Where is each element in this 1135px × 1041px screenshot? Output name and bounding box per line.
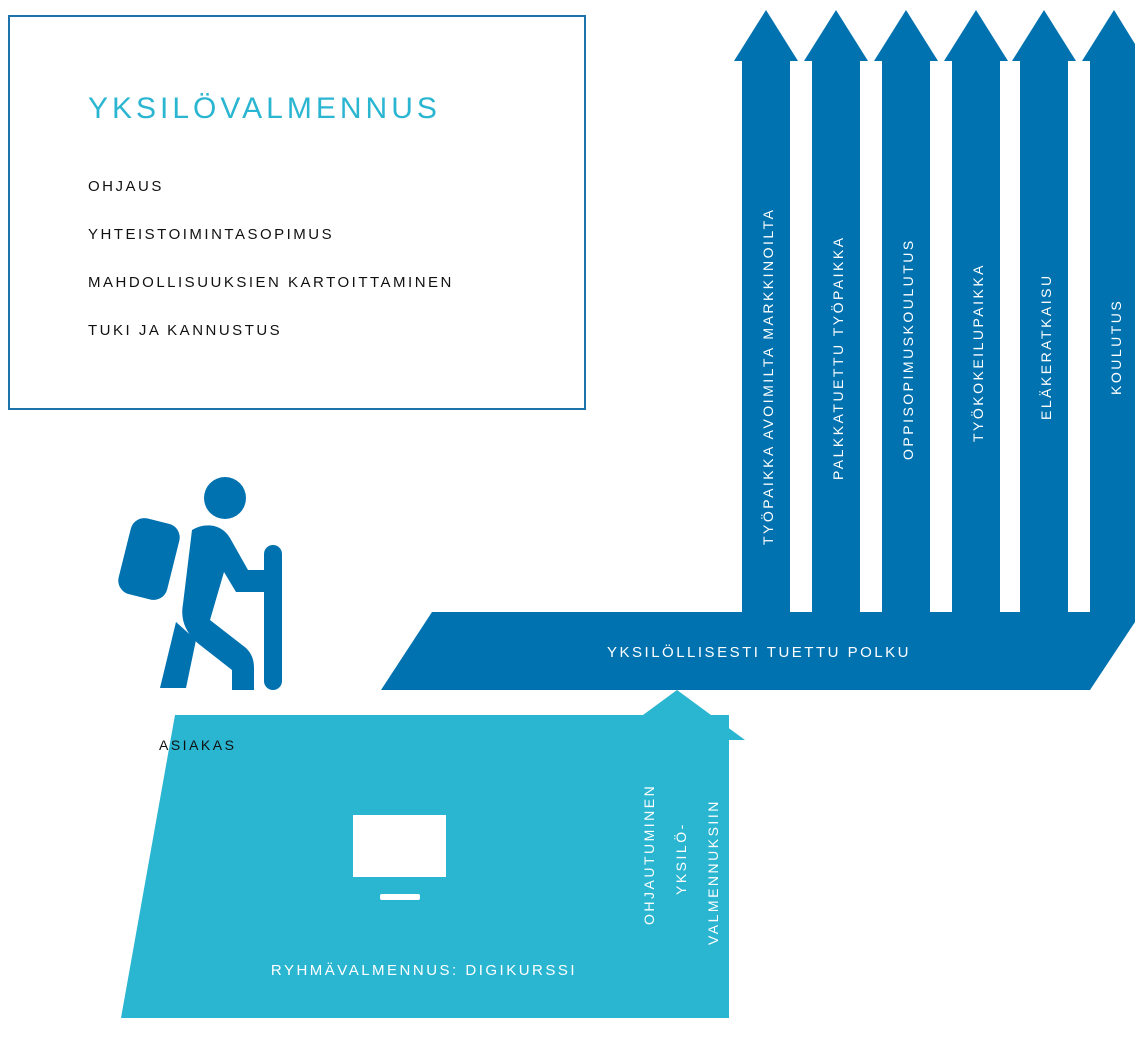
individual-path-label: YKSILÖLLISESTI TUETTU POLKU (607, 643, 911, 661)
outcome-label: PALKKATUETTU TYÖPAIKKA (829, 235, 846, 480)
outcome-arrow-5: ELÄKERATKAISU (1012, 10, 1076, 616)
hiker-icon (118, 477, 282, 690)
outcome-arrow-3: OPPISOPIMUSKOULUTUS (874, 10, 938, 616)
outcome-label: KOULUTUS (1108, 299, 1124, 395)
group-arrow-line-1: OHJAUTUMINEN (641, 784, 657, 925)
list-item: TUKI JA KANNUSTUS (88, 322, 283, 339)
group-path-label: RYHMÄVALMENNUS: DIGIKURSSI (271, 962, 577, 979)
individual-path: TYÖPAIKKA AVOIMILTA MARKKINOILTA PALKKAT… (381, 10, 1135, 690)
individual-path-band (381, 612, 1135, 690)
individual-coaching-box: YKSILÖVALMENNUS OHJAUS YHTEISTOIMINTASOP… (8, 15, 586, 410)
list-item: YHTEISTOIMINTASOPIMUS (88, 226, 335, 243)
individual-coaching-list: OHJAUS YHTEISTOIMINTASOPIMUS MAHDOLLISUU… (88, 177, 454, 369)
outcome-arrow-2: PALKKATUETTU TYÖPAIKKA (804, 10, 868, 616)
group-arrow-line-2: YKSILÖ- (672, 822, 689, 895)
outcome-label: OPPISOPIMUSKOULUTUS (900, 238, 916, 460)
outcome-label: ELÄKERATKAISU (1038, 273, 1054, 420)
list-item: OHJAUS (88, 178, 164, 195)
outcome-arrow-6: KOULUTUS (1082, 10, 1135, 616)
group-arrow-line-3: VALMENNUKSIIN (705, 799, 721, 945)
outcome-label: TYÖKOKEILUPAIKKA (969, 263, 986, 442)
list-item: MAHDOLLISUUKSIEN KARTOITTAMINEN (88, 274, 454, 291)
client-label: ASIAKAS (159, 737, 237, 753)
laptop-icon (327, 805, 473, 916)
outcome-label: TYÖPAIKKA AVOIMILTA MARKKINOILTA (759, 207, 776, 545)
individual-coaching-title: YKSILÖVALMENNUS (88, 92, 441, 125)
outcome-arrow-4: TYÖKOKEILUPAIKKA (944, 10, 1008, 616)
outcome-arrow-1: TYÖPAIKKA AVOIMILTA MARKKINOILTA (734, 10, 798, 616)
